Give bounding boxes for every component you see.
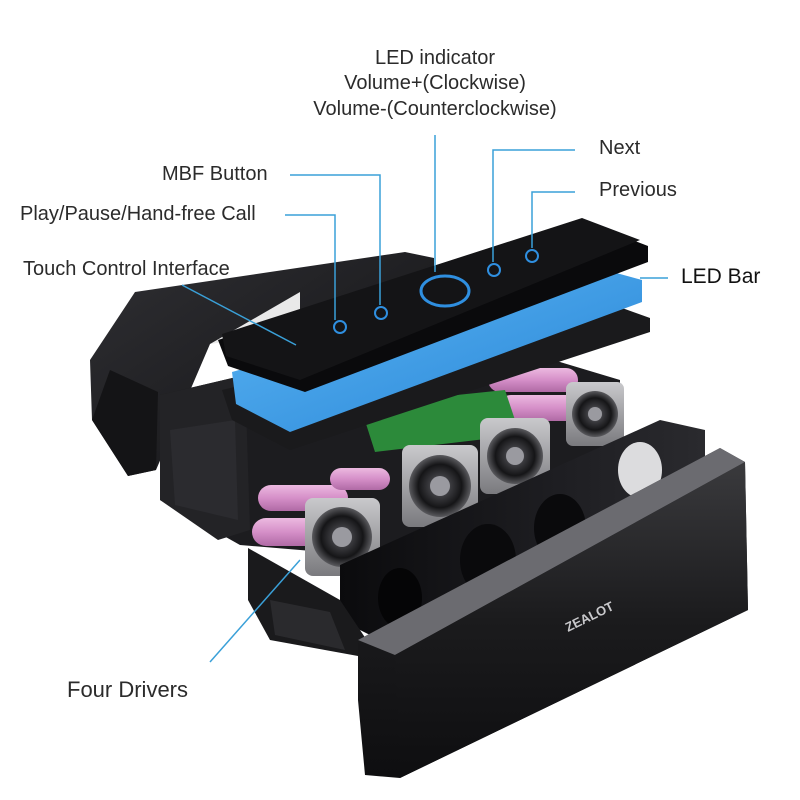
leader-next: [492, 149, 575, 262]
leader-touch-control: [181, 284, 297, 346]
label-led-bar: LED Bar: [681, 265, 761, 288]
previous-icon: [525, 249, 539, 263]
bottom-plate: [248, 548, 380, 660]
label-led-indicator: LED indicator: [374, 47, 496, 69]
label-volume-plus: Volume+(Clockwise): [344, 72, 526, 94]
volume-ring: [419, 274, 471, 308]
touch-control-panel: [218, 218, 648, 392]
driver-4: [566, 382, 624, 446]
next-icon: [487, 263, 501, 277]
label-play-pause: Play/Pause/Hand-free Call: [20, 203, 256, 225]
label-volume-minus: Volume-(Counterclockwise): [313, 98, 557, 120]
led-bar-layer: [222, 268, 650, 450]
label-four-drivers: Four Drivers: [67, 677, 189, 702]
mbf-icon: [374, 306, 388, 320]
driver-3: [480, 418, 550, 494]
label-previous: Previous: [599, 179, 677, 201]
leader-four-drivers: [209, 559, 301, 663]
leader-mbf: [290, 174, 381, 305]
label-mbf-button: MBF Button: [162, 163, 268, 185]
front-grille-cover: [358, 448, 748, 778]
label-touch-control: Touch Control Interface: [23, 258, 230, 280]
leader-play-pause: [285, 214, 336, 320]
play-pause-icon: [333, 320, 347, 334]
leader-lines: [181, 135, 668, 663]
driver-2: [402, 445, 478, 527]
label-next: Next: [599, 137, 641, 159]
leader-previous: [531, 191, 575, 248]
